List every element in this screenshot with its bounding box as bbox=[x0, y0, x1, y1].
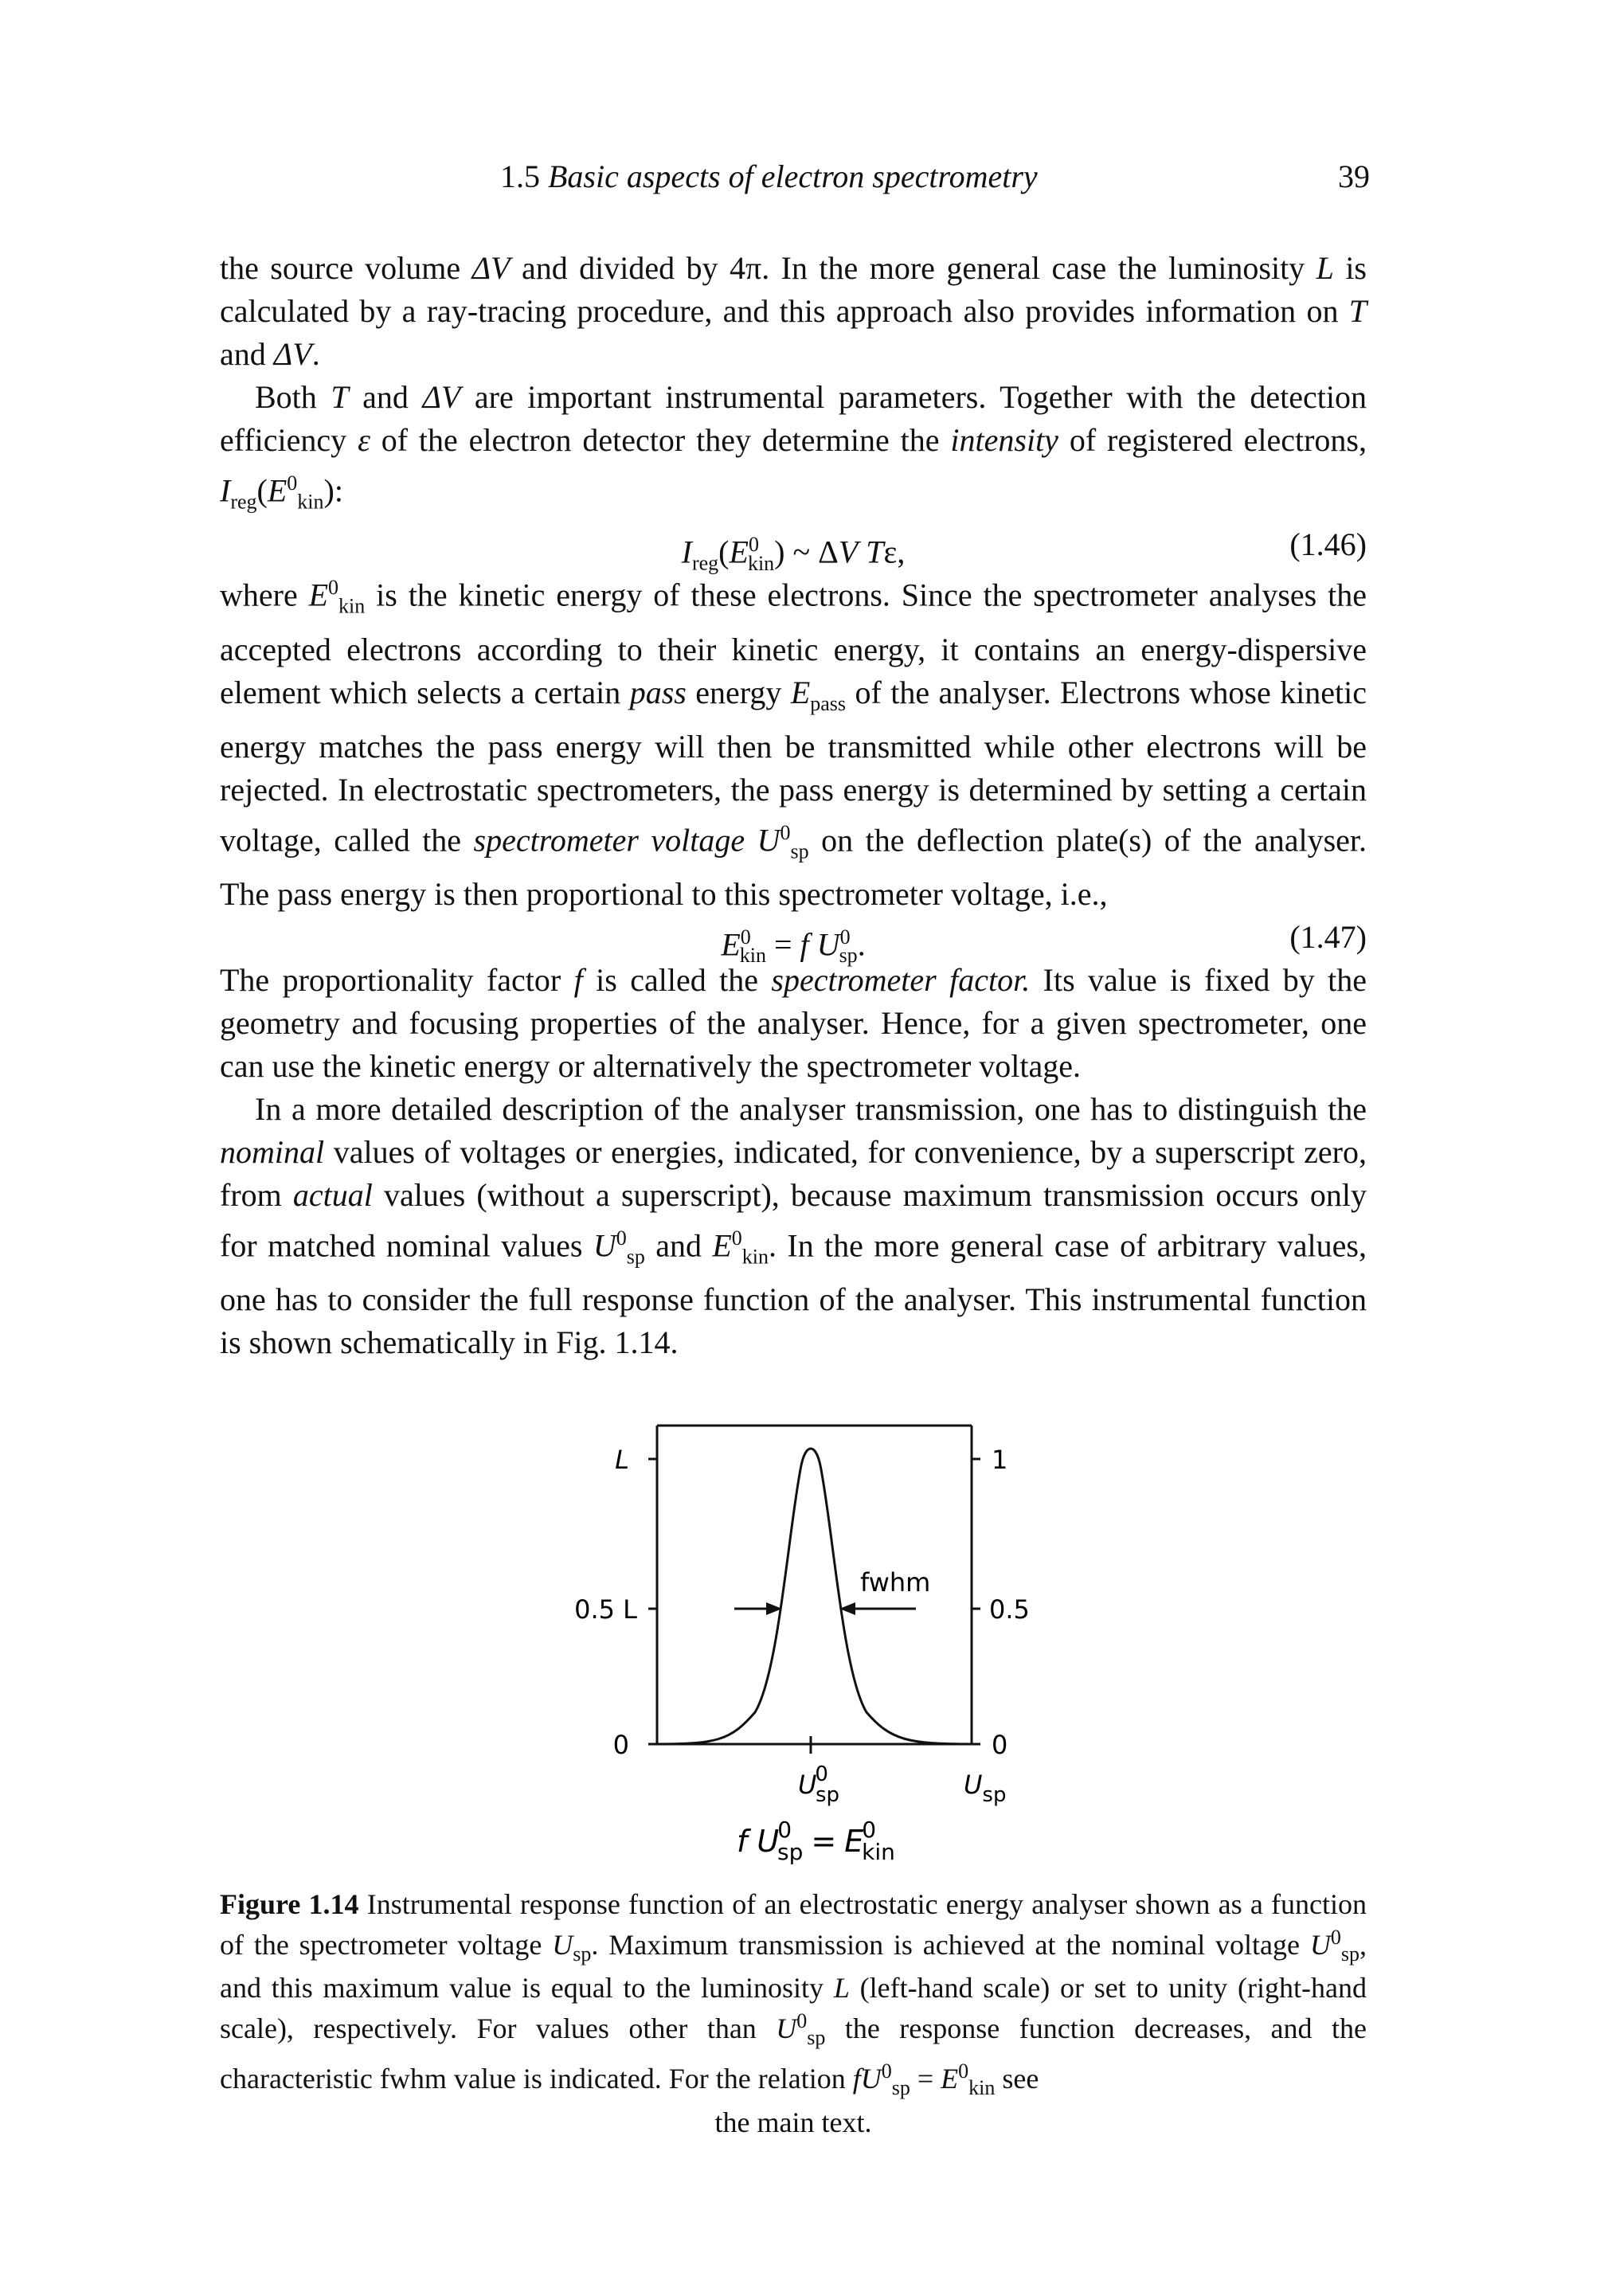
paragraph: The proportionality factor f is called t… bbox=[220, 961, 1367, 1084]
caption-last-line: the main text. bbox=[714, 2106, 872, 2138]
running-header: 1.5 Basic aspects of electron spectromet… bbox=[0, 158, 1604, 205]
caption-label: Figure 1.14 bbox=[220, 1888, 359, 1920]
fwhm-label: fwhm bbox=[860, 1567, 930, 1598]
section-title: 1.5 Basic aspects of electron spectromet… bbox=[500, 158, 1038, 195]
equation-body: E0kin = f U0sp. bbox=[721, 925, 866, 968]
figure-caption: Figure 1.14 Instrumental response functi… bbox=[220, 1887, 1367, 2139]
section-name: Basic aspects of electron spectrometry bbox=[548, 158, 1038, 194]
paragraph: where E0kin is the kinetic energy of the… bbox=[220, 576, 1367, 912]
left-label-mid: 0.5 L bbox=[574, 1594, 637, 1625]
page-number: 39 bbox=[1338, 158, 1370, 194]
left-label-bottom: 0 bbox=[613, 1730, 629, 1760]
left-label-top: L bbox=[615, 1445, 629, 1475]
section-number: 1.5 bbox=[500, 158, 540, 194]
fwhm-arrowhead-left bbox=[766, 1602, 782, 1615]
x-axis-label: Usp bbox=[964, 1770, 1006, 1807]
fwhm-arrowhead-right bbox=[839, 1602, 855, 1615]
equation-body: Ireg(E0kin) ~ ΔV Tε, bbox=[681, 533, 906, 575]
equation-number: (1.47) bbox=[1289, 918, 1367, 955]
paragraph: In a more detailed description of the an… bbox=[220, 1090, 1367, 1361]
paragraph: the source volume ΔV and divided by 4π. … bbox=[220, 250, 1367, 372]
equation-number: (1.46) bbox=[1289, 526, 1367, 563]
paragraph: Both T and ΔV are important instrumental… bbox=[220, 379, 1367, 514]
caption-body: Figure 1.14 Instrumental response functi… bbox=[220, 1888, 1367, 2100]
equation-1-47: E0kin = f U0sp. (1.47) bbox=[220, 916, 1367, 967]
right-label-bottom: 0 bbox=[992, 1730, 1007, 1760]
right-label-mid: 0.5 bbox=[989, 1594, 1030, 1625]
main-text: the source volume ΔV and divided by 4π. … bbox=[220, 247, 1367, 1364]
right-label-top: 1 bbox=[992, 1445, 1007, 1475]
response-curve bbox=[656, 1447, 972, 1746]
equation-1-46: Ireg(E0kin) ~ ΔV Tε, (1.46) bbox=[220, 523, 1367, 574]
